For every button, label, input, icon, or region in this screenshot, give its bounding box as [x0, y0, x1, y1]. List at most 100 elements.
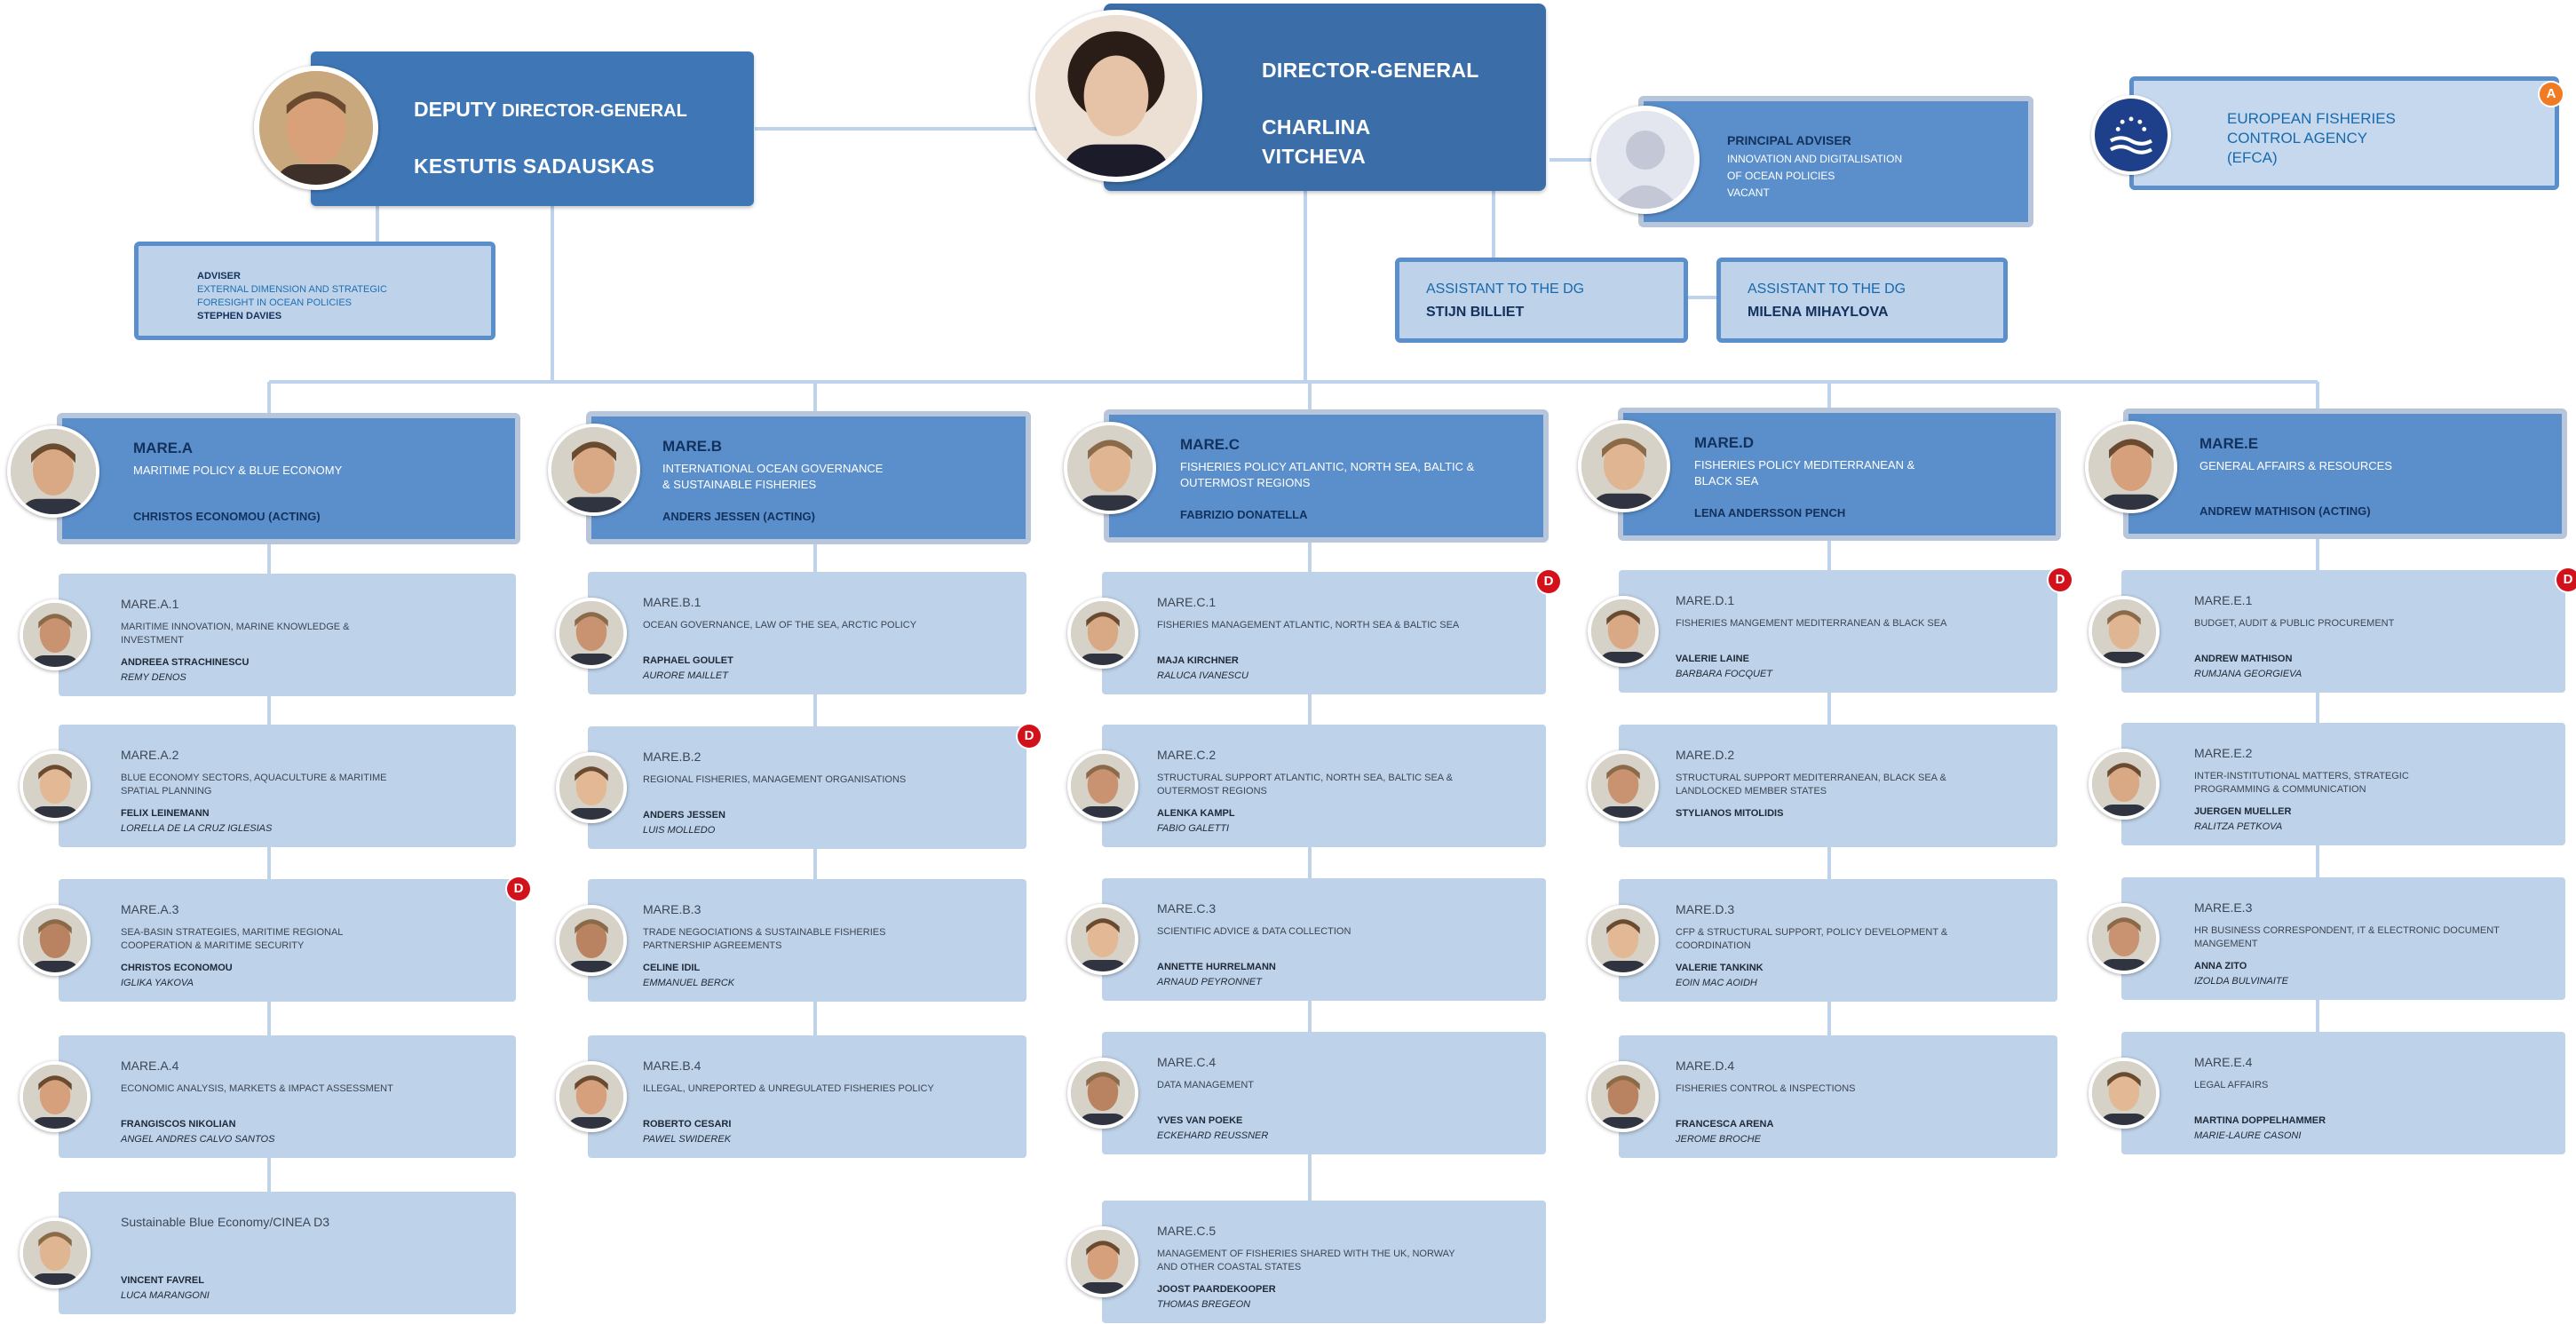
unit-head-photo-c-2 [1067, 750, 1138, 821]
unit-badge-e-1: D [2556, 568, 2576, 591]
unit-head-name: JUERGEN MUELLER [2194, 806, 2292, 817]
directorate-head-a: CHRISTOS ECONOMOU (ACTING) [133, 510, 321, 523]
deputy-director-general-photo [254, 66, 378, 190]
assistant-1-name: STIJN BILLIET [1426, 305, 1525, 320]
unit-head-name: CELINE IDIL [643, 963, 701, 973]
directorate-title-e-1: GENERAL AFFAIRS & RESOURCES [2200, 459, 2392, 472]
unit-code: MARE.D.2 [1676, 748, 1735, 762]
directorate-code-c: MARE.C [1180, 436, 1240, 453]
unit-head-name: ROBERTO CESARI [643, 1119, 732, 1130]
deputy-director-general-box[interactable]: DEPUTY DIRECTOR-GENERAL KESTUTIS SADAUSK… [311, 52, 754, 206]
directorate-code-a: MARE.A [133, 440, 194, 456]
unit-head-photo-d-3 [1588, 905, 1659, 976]
directorate-head-photo-a [7, 425, 99, 518]
assistant-1-label: ASSISTANT TO THE DG [1426, 281, 1585, 297]
unit-head-name: YVES VAN POEKE [1157, 1115, 1243, 1126]
unit-head-name: MAJA KIRCHNER [1157, 655, 1239, 666]
unit-title-line-2: OUTERMOST REGIONS [1157, 786, 1267, 797]
adviser-line-1: EXTERNAL DIMENSION AND STRATEGIC [197, 284, 387, 295]
directorate-code-d: MARE.D [1694, 434, 1755, 451]
efca-line-2: CONTROL AGENCY [2227, 130, 2368, 147]
unit-deputy-name: LORELLA DE LA CRUZ IGLESIAS [121, 823, 273, 834]
unit-title-line-1: HR BUSINESS CORRESPONDENT, IT & ELECTRON… [2194, 925, 2500, 949]
unit-title-line-2: LANDLOCKED MEMBER STATES [1676, 786, 1827, 797]
unit-head-name: JOOST PAARDEKOOPER [1157, 1284, 1276, 1295]
unit-title-line-2: COOPERATION & MARITIME SECURITY [121, 940, 305, 951]
unit-title-line-1: STRUCTURAL SUPPORT ATLANTIC, NORTH SEA, … [1157, 773, 1453, 783]
assistant-2-name: MILENA MIHAYLOVA [1748, 305, 1889, 320]
directorate-head-e: ANDREW MATHISON (ACTING) [2200, 504, 2371, 518]
unit-title-line-2: PARTNERSHIP AGREEMENTS [643, 940, 782, 951]
unit-head-photo-c-3 [1067, 904, 1138, 975]
principal-adviser-label: PRINCIPAL ADVISER [1727, 133, 1851, 147]
unit-title-line-2: AND OTHER COASTAL STATES [1157, 1262, 1302, 1272]
unit-title-line-2: SPATIAL PLANNING [121, 786, 212, 797]
unit-head-name: ANDREW MATHISON [2194, 654, 2293, 664]
director-general-title: DIRECTOR-GENERAL [1262, 59, 1479, 82]
unit-head-photo-c-1 [1067, 598, 1138, 669]
unit-title-line-2: INVESTMENT [121, 635, 184, 646]
unit-head-name: MARTINA DOPPELHAMMER [2194, 1115, 2326, 1126]
assistant-2-label: ASSISTANT TO THE DG [1748, 281, 1906, 297]
unit-title-line-1: MARITIME INNOVATION, MARINE KNOWLEDGE & [121, 622, 350, 632]
deputy-title: DIRECTOR-GENERAL [502, 101, 687, 121]
unit-deputy-name: RALITZA PETKOVA [2194, 821, 2283, 832]
assistant-box-1[interactable]: ASSISTANT TO THE DG STIJN BILLIET [1395, 258, 1688, 343]
unit-head-photo-b-3 [556, 905, 627, 976]
principal-adviser-box[interactable]: PRINCIPAL ADVISER INNOVATION AND DIGITAL… [1638, 96, 2033, 227]
unit-head-photo-e-1 [2089, 596, 2160, 667]
unit-head-name: FRANCESCA ARENA [1676, 1119, 1774, 1130]
deputy-title-prefix: DEPUTY [414, 98, 496, 121]
assistant-box-2[interactable]: ASSISTANT TO THE DG MILENA MIHAYLOVA [1716, 258, 2008, 343]
unit-title-line-1: SEA-BASIN STRATEGIES, MARITIME REGIONAL [121, 927, 344, 938]
vacant-avatar-icon [1591, 106, 1700, 214]
unit-deputy-name: PAWEL SWIDEREK [643, 1134, 732, 1145]
unit-deputy-name: RUMJANA GEORGIEVA [2194, 669, 2303, 679]
unit-head-name: CHRISTOS ECONOMOU [121, 963, 233, 973]
unit-head-photo-b-4 [556, 1061, 627, 1132]
unit-title-line-1: REGIONAL FISHERIES, MANAGEMENT ORGANISAT… [643, 774, 907, 785]
unit-head-name: ANDERS JESSEN [643, 810, 725, 821]
unit-title-line-1: FISHERIES CONTROL & INSPECTIONS [1676, 1083, 1856, 1094]
directorate-title-b-2: & SUSTAINABLE FISHERIES [662, 478, 817, 491]
unit-code: MARE.E.1 [2194, 593, 2253, 607]
unit-deputy-name: LUCA MARANGONI [121, 1290, 210, 1301]
efca-box[interactable]: EUROPEAN FISHERIES CONTROL AGENCY (EFCA) [2129, 76, 2559, 190]
adviser-box[interactable]: ADVISER EXTERNAL DIMENSION AND STRATEGIC… [134, 242, 495, 340]
unit-head-photo-b-1 [556, 598, 627, 669]
unit-deputy-name: EMMANUEL BERCK [643, 978, 735, 988]
directorate-title-d-1: FISHERIES POLICY MEDITERRANEAN & [1694, 458, 1915, 472]
unit-code: MARE.C.3 [1157, 901, 1217, 916]
unit-head-name: STYLIANOS MITOLIDIS [1676, 808, 1784, 819]
unit-deputy-name: IZOLDA BULVINAITE [2194, 976, 2288, 987]
unit-badge-d-1: D [2049, 568, 2072, 591]
unit-title-line-1: DATA MANAGEMENT [1157, 1080, 1254, 1090]
